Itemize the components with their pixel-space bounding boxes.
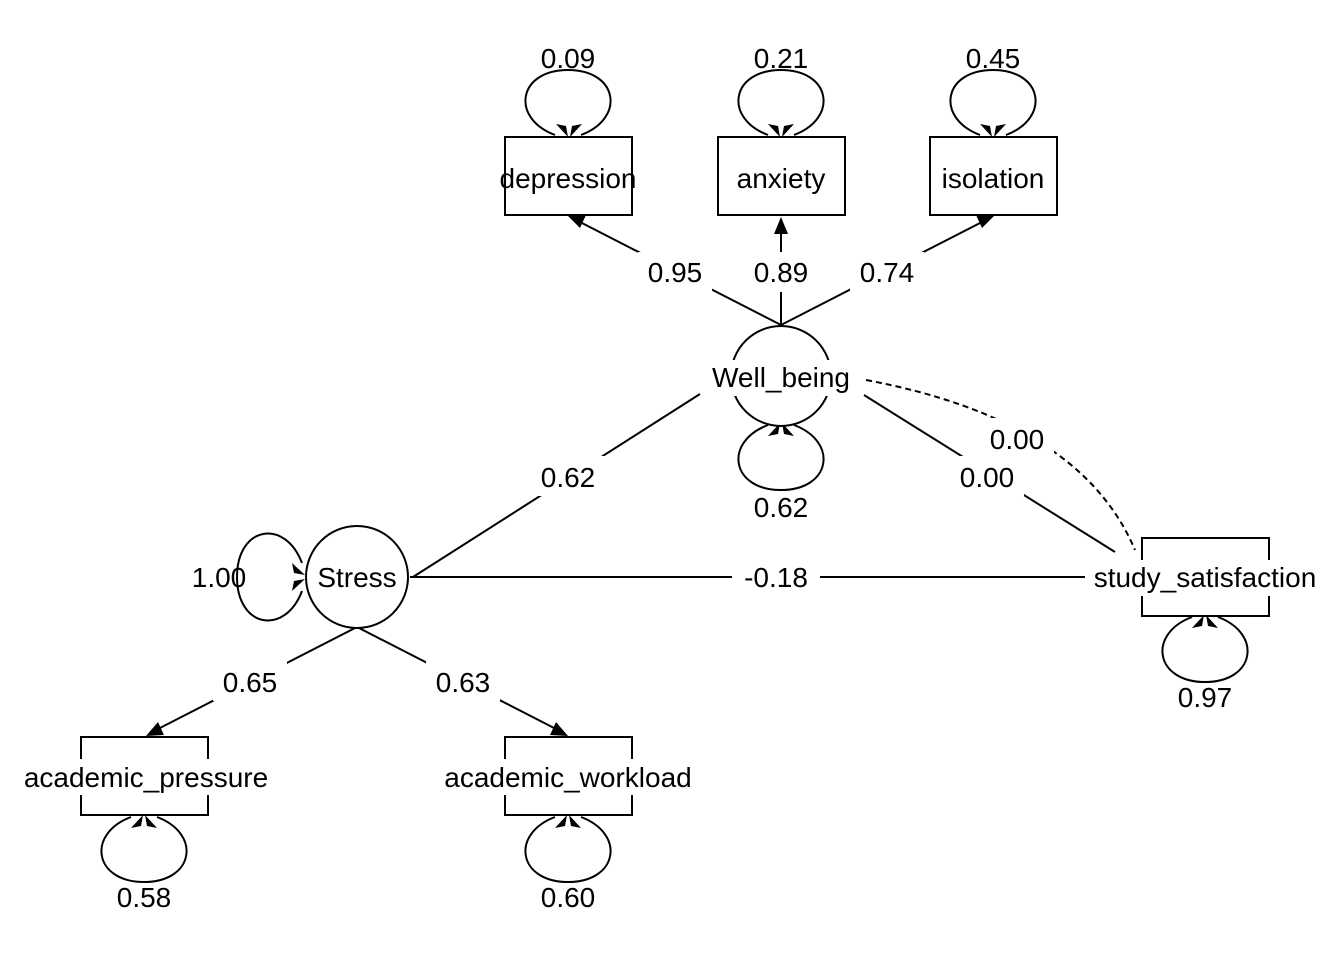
arrowhead (555, 815, 567, 828)
label-bg (213, 661, 287, 701)
coef-stress-pressure: 0.65 (223, 667, 278, 698)
label-study-satisfaction: study_satisfaction (1094, 562, 1317, 593)
label-bg (20, 759, 280, 795)
arrowhead (768, 124, 780, 137)
coef-ss-wb: 0.00 (960, 462, 1015, 493)
arrowhead (782, 124, 794, 137)
arrowhead (980, 124, 992, 137)
arrowhead (146, 722, 164, 736)
label-bg (426, 661, 500, 701)
arrowhead (774, 217, 788, 234)
covariance-ss-wb (865, 379, 1136, 551)
label-bg (638, 252, 712, 292)
residual-academic-pressure: 0.58 (117, 882, 172, 913)
label-bg (732, 557, 820, 597)
coef-stress-ss: -0.18 (744, 562, 808, 593)
residual-loop-academic-pressure (100, 816, 188, 884)
node-stress (305, 525, 409, 629)
residual-loop-stress (235, 532, 303, 622)
arrowhead (131, 815, 143, 828)
label-academic-workload: academic_workload (444, 762, 691, 793)
arrowhead (1206, 615, 1218, 628)
arrowhead (570, 124, 582, 137)
label-depression: depression (500, 163, 637, 194)
arrowhead (568, 215, 586, 228)
residual-loop-academic-workload (524, 816, 612, 884)
residual-well-being: 0.62 (754, 492, 809, 523)
residual-academic-workload: 0.60 (541, 882, 596, 913)
residual-depression: 0.09 (541, 43, 596, 74)
label-bg (850, 252, 924, 292)
label-well-being: Well_being (712, 362, 850, 393)
arrowhead (145, 815, 157, 828)
arrowhead (1192, 615, 1204, 628)
residual-loop-well-being (737, 424, 825, 492)
coef-wb-depression: 0.95 (648, 257, 703, 288)
coef-ss-wb-cov: 0.00 (990, 424, 1045, 455)
residual-loop-isolation (949, 68, 1037, 136)
residual-study-satisfaction: 0.97 (1178, 682, 1233, 713)
residual-isolation: 0.45 (966, 43, 1021, 74)
coef-wb-isolation: 0.74 (860, 257, 915, 288)
node-anxiety (717, 136, 846, 216)
label-bg (950, 456, 1024, 496)
coef-stress-wb: 0.62 (541, 462, 596, 493)
residual-loop-depression (524, 68, 612, 136)
label-bg (744, 252, 818, 292)
node-isolation (929, 136, 1058, 216)
residual-stress: 1.00 (192, 562, 247, 593)
coef-stress-workload: 0.63 (436, 667, 491, 698)
arrowhead (976, 215, 994, 228)
label-bg (531, 456, 605, 496)
node-depression (504, 136, 633, 216)
arrowhead (556, 124, 568, 137)
arrowhead (994, 124, 1006, 137)
arrowhead (569, 815, 581, 828)
label-bg (702, 360, 860, 396)
label-academic-pressure: academic_pressure (24, 762, 268, 793)
arrowhead (292, 579, 305, 591)
residual-loop-study-satisfaction (1161, 616, 1249, 684)
label-bg (436, 759, 702, 795)
label-stress: Stress (317, 562, 396, 593)
label-anxiety: anxiety (737, 163, 826, 194)
label-bg (1085, 560, 1325, 596)
residual-loop-anxiety (737, 68, 825, 136)
label-bg (980, 418, 1054, 458)
coef-wb-anxiety: 0.89 (754, 257, 809, 288)
label-isolation: isolation (942, 163, 1045, 194)
arrowhead (550, 722, 568, 736)
residual-anxiety: 0.21 (754, 43, 809, 74)
arrowhead (292, 563, 305, 575)
